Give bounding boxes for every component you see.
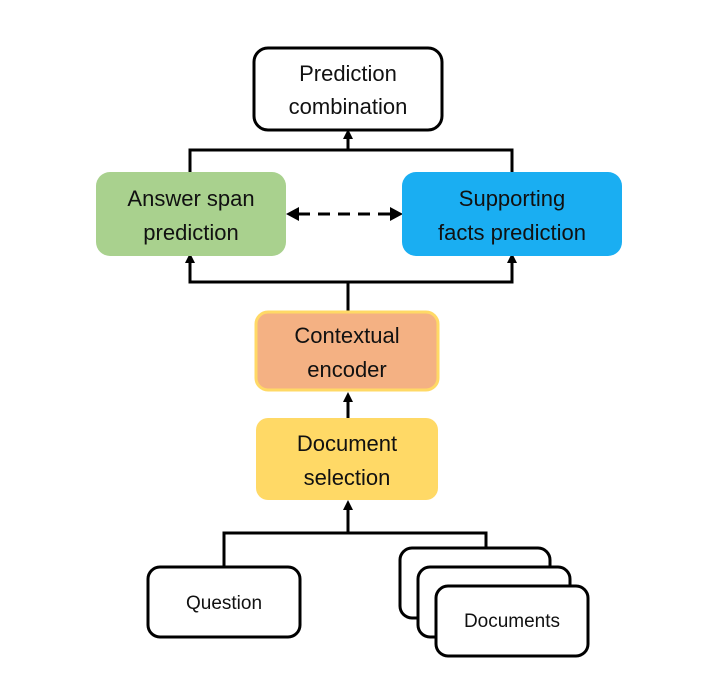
edge-encoder-branches	[188, 263, 514, 284]
node-answer-span-prediction: Answer span prediction	[96, 172, 286, 256]
answer-span-label-1: Answer span	[127, 186, 254, 211]
documents-label: Documents	[464, 611, 560, 632]
document-page-front	[434, 584, 590, 658]
edge-to-prediction-combination	[188, 148, 514, 172]
supporting-facts-label-1: Supporting	[459, 186, 565, 211]
node-contextual-encoder: Contextual encoder	[254, 310, 440, 392]
connectors	[185, 129, 517, 567]
prediction-combination-label-2: combination	[289, 94, 408, 119]
node-document-selection: Document selection	[256, 418, 438, 500]
answer-span-label-2: prediction	[143, 220, 238, 245]
question-label: Question	[186, 593, 262, 614]
node-question: Question	[146, 565, 302, 639]
contextual-encoder-label-2: encoder	[307, 357, 387, 382]
contextual-encoder-label-1: Contextual	[294, 323, 399, 348]
supporting-facts-label-2: facts prediction	[438, 220, 586, 245]
prediction-combination-label-1: Prediction	[299, 61, 397, 86]
bidirectional-dashed-arrow	[286, 207, 403, 221]
document-selection-label-1: Document	[297, 431, 397, 456]
node-supporting-facts-prediction: Supporting facts prediction	[402, 172, 622, 256]
node-prediction-combination: Prediction combination	[252, 46, 444, 132]
document-selection-label-2: selection	[304, 465, 391, 490]
node-documents-stack: Documents	[398, 546, 590, 658]
edge-inputs-branches	[222, 531, 488, 567]
